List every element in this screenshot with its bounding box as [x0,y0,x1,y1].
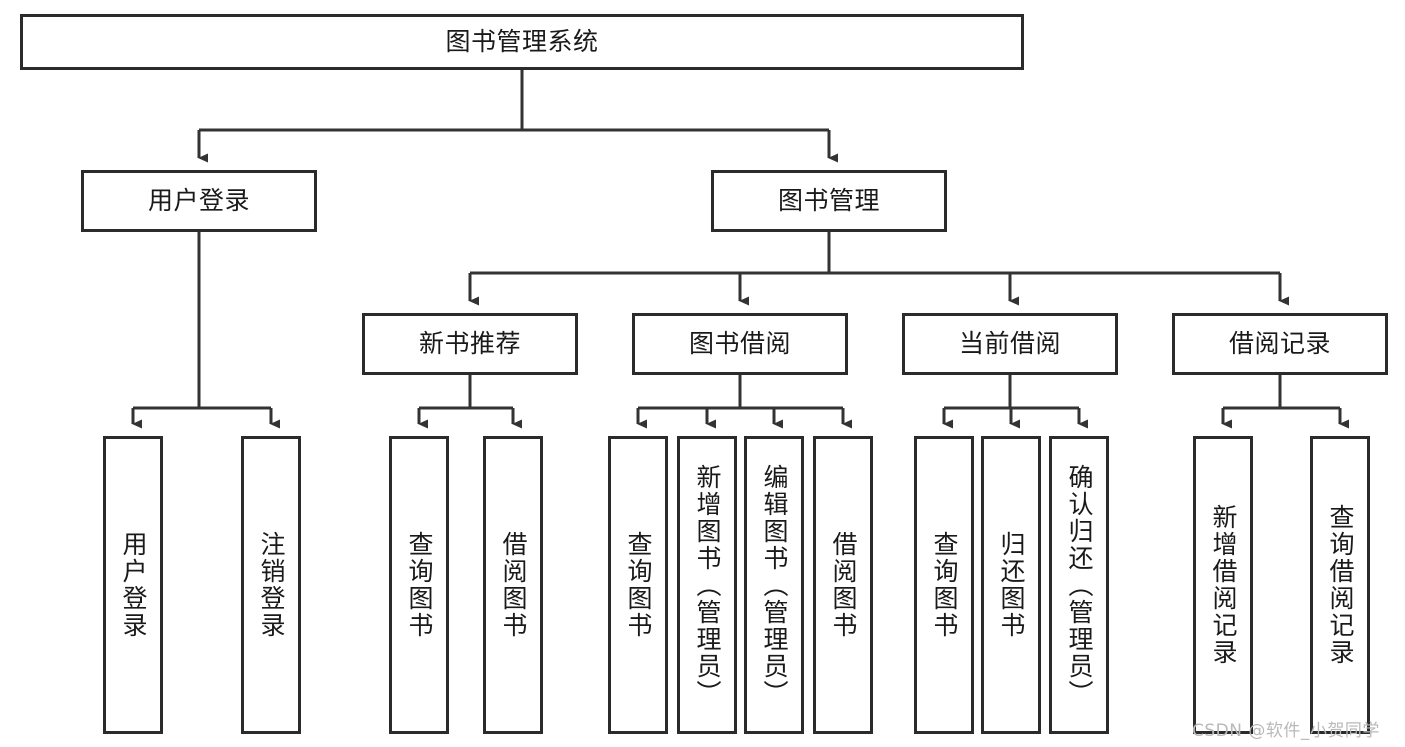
node-leaf-return-book[interactable]: 归还图书 [981,436,1041,734]
node-leaf-query-book-1[interactable]: 查询图书 [389,436,449,734]
node-leaf-borrow-book-1[interactable]: 借阅图书 [483,436,543,734]
node-leaf-user-login[interactable]: 用户登录 [103,436,163,734]
node-leaf-edit-book[interactable]: 编辑图书（管理员） [744,436,804,734]
node-leaf-borrow-book-2[interactable]: 借阅图书 [813,436,873,734]
node-borrow-record[interactable]: 借阅记录 [1172,313,1388,375]
watermark-text: CSDN @软件_小贺同学 [1192,721,1380,741]
node-leaf-user-logout[interactable]: 注销登录 [241,436,301,734]
node-leaf-add-book[interactable]: 新增图书（管理员） [677,436,737,734]
node-book-borrow[interactable]: 图书借阅 [632,313,848,375]
node-leaf-query-book-3[interactable]: 查询图书 [914,436,974,734]
node-new-book-recommend[interactable]: 新书推荐 [362,313,578,375]
node-leaf-confirm-return[interactable]: 确认归还（管理员） [1049,436,1109,734]
node-book-manage[interactable]: 图书管理 [711,170,947,232]
node-user-login[interactable]: 用户登录 [81,170,317,232]
node-current-borrow[interactable]: 当前借阅 [902,313,1118,375]
node-leaf-query-record[interactable]: 查询借阅记录 [1310,436,1370,734]
node-leaf-query-book-2[interactable]: 查询图书 [608,436,668,734]
node-root-system[interactable]: 图书管理系统 [20,14,1024,70]
node-leaf-add-record[interactable]: 新增借阅记录 [1193,436,1253,734]
